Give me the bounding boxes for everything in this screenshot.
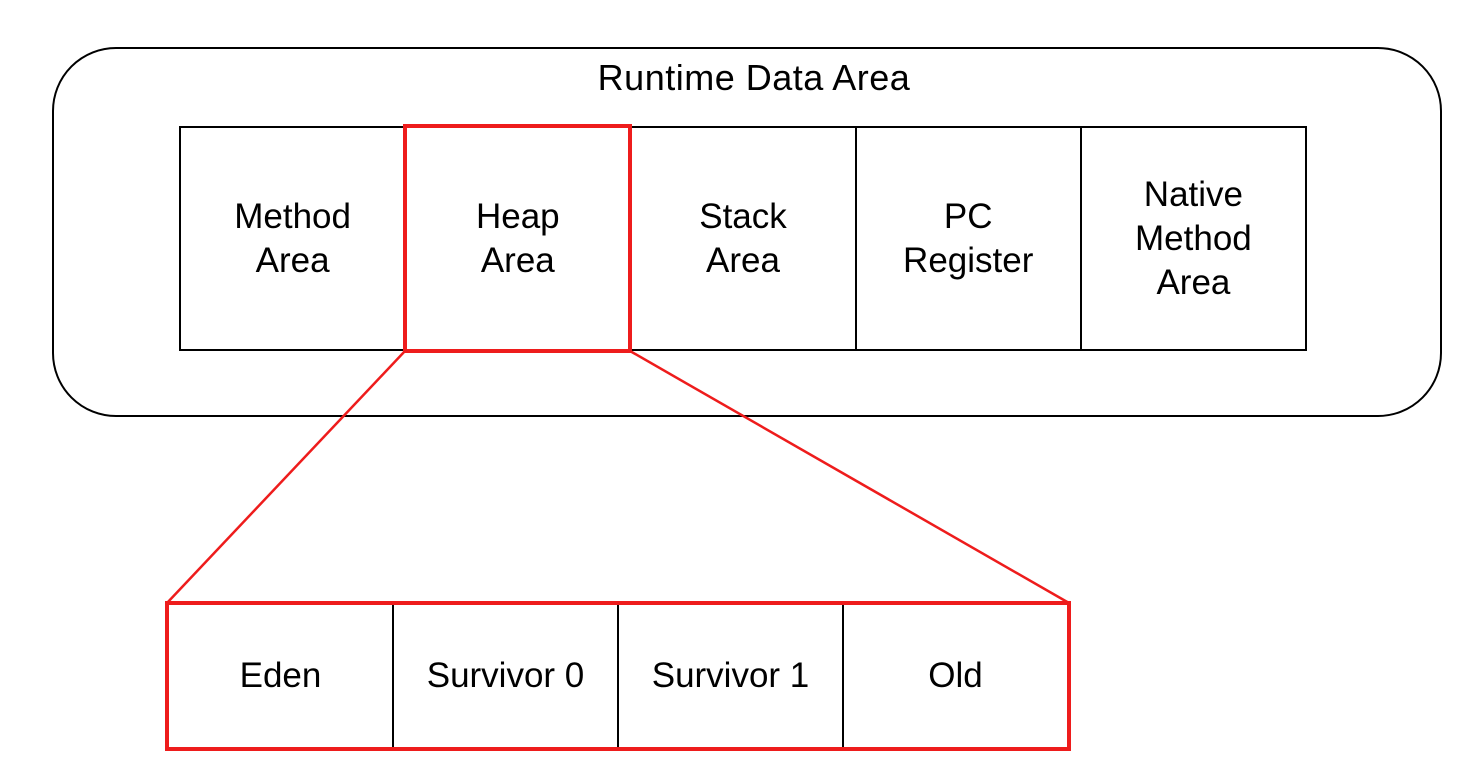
stack-area-label: Stack Area	[699, 196, 787, 280]
survivor-1-region: Survivor 1	[619, 605, 844, 747]
eden-label: Eden	[239, 656, 322, 695]
heap-area-highlight	[403, 124, 632, 353]
method-area-box: Method Area	[181, 128, 407, 349]
pc-register-label: PC Register	[903, 196, 1034, 280]
eden-region: Eden	[169, 605, 394, 747]
method-area-label: Method Area	[234, 196, 351, 280]
stack-area-box: Stack Area	[631, 128, 857, 349]
survivor-0-label: Survivor 0	[426, 656, 585, 695]
survivor-0-region: Survivor 0	[394, 605, 619, 747]
heap-area-label: Heap Area	[475, 196, 560, 280]
native-method-area-box: Native Method Area	[1082, 128, 1305, 349]
runtime-areas-row: Method Area Heap Area Stack Area PC Regi…	[179, 126, 1307, 351]
heap-area-box: Heap Area	[406, 128, 632, 349]
runtime-data-area-title: Runtime Data Area	[597, 57, 911, 98]
heap-regions-row: Eden Survivor 0 Survivor 1 Old	[165, 601, 1071, 751]
survivor-1-label: Survivor 1	[651, 656, 810, 695]
native-method-area-label: Native Method Area	[1135, 174, 1252, 302]
pc-register-box: PC Register	[857, 128, 1082, 349]
old-region: Old	[844, 605, 1067, 747]
old-label: Old	[928, 656, 983, 695]
